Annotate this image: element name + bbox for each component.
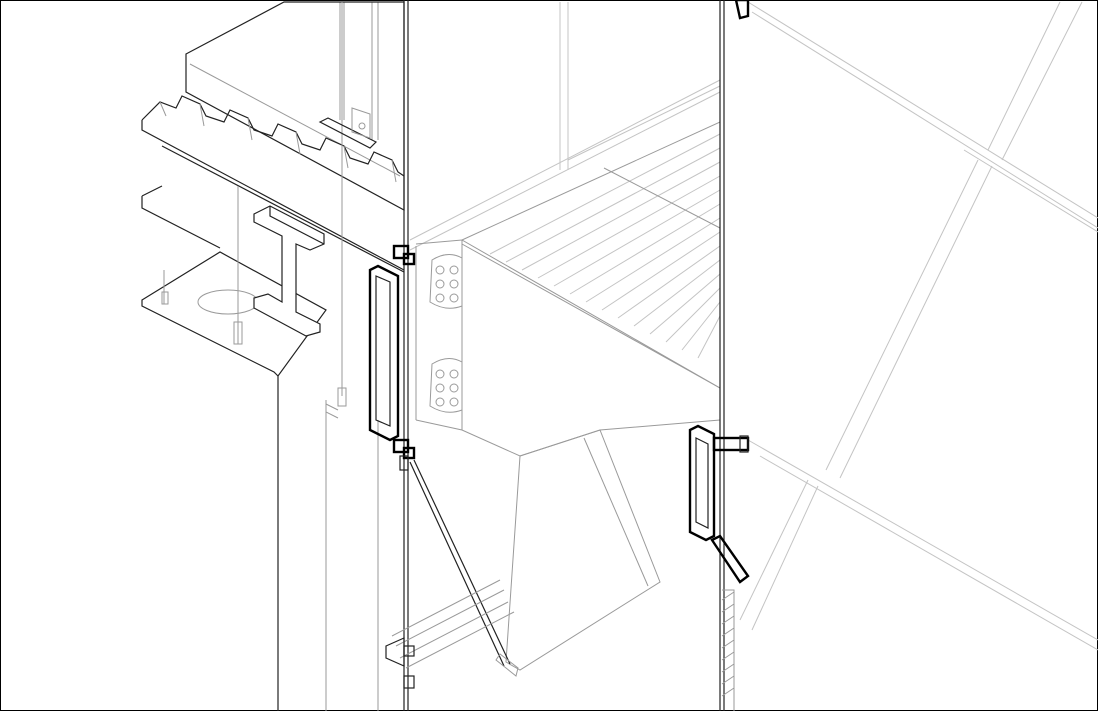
wall-column — [277, 2, 379, 711]
sloped-soffit-panel — [505, 429, 661, 671]
grated-floor-panel — [461, 121, 721, 389]
concrete-slab-edge — [185, 1, 405, 212]
diagonal-brace — [409, 459, 519, 677]
hanger-rods — [325, 2, 347, 419]
curtain-wall-mullion-left — [392, 0, 416, 711]
corrugated-steel-decking — [141, 95, 405, 273]
curtain-wall-mullion-right — [719, 0, 750, 711]
top-bracket — [318, 107, 378, 149]
louver-stack — [721, 589, 735, 711]
hollow-section-left — [368, 264, 400, 442]
bolt-plate-upper — [429, 254, 463, 309]
slab-plate — [141, 186, 327, 377]
window-frame-extrusion — [385, 579, 515, 689]
bolt-plate-lower — [429, 358, 463, 413]
i-beam — [253, 205, 325, 337]
hollow-section-right — [688, 424, 750, 584]
spandrel-glass-grid — [409, 1, 1098, 651]
